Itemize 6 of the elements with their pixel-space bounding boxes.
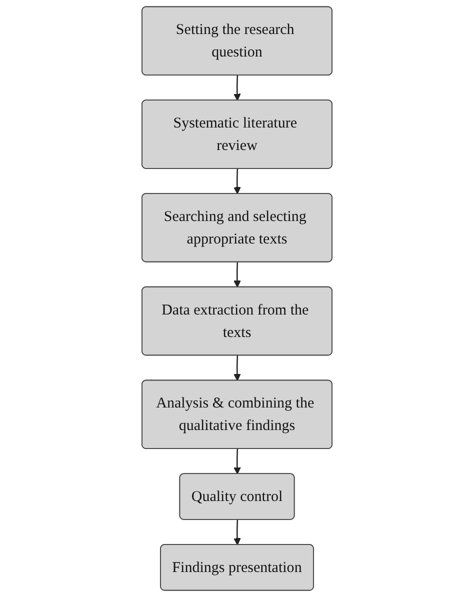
arrow — [234, 262, 241, 288]
arrow — [234, 448, 241, 474]
arrow — [234, 75, 241, 101]
arrow — [234, 520, 241, 546]
arrow — [234, 356, 241, 381]
arrow — [234, 168, 241, 194]
